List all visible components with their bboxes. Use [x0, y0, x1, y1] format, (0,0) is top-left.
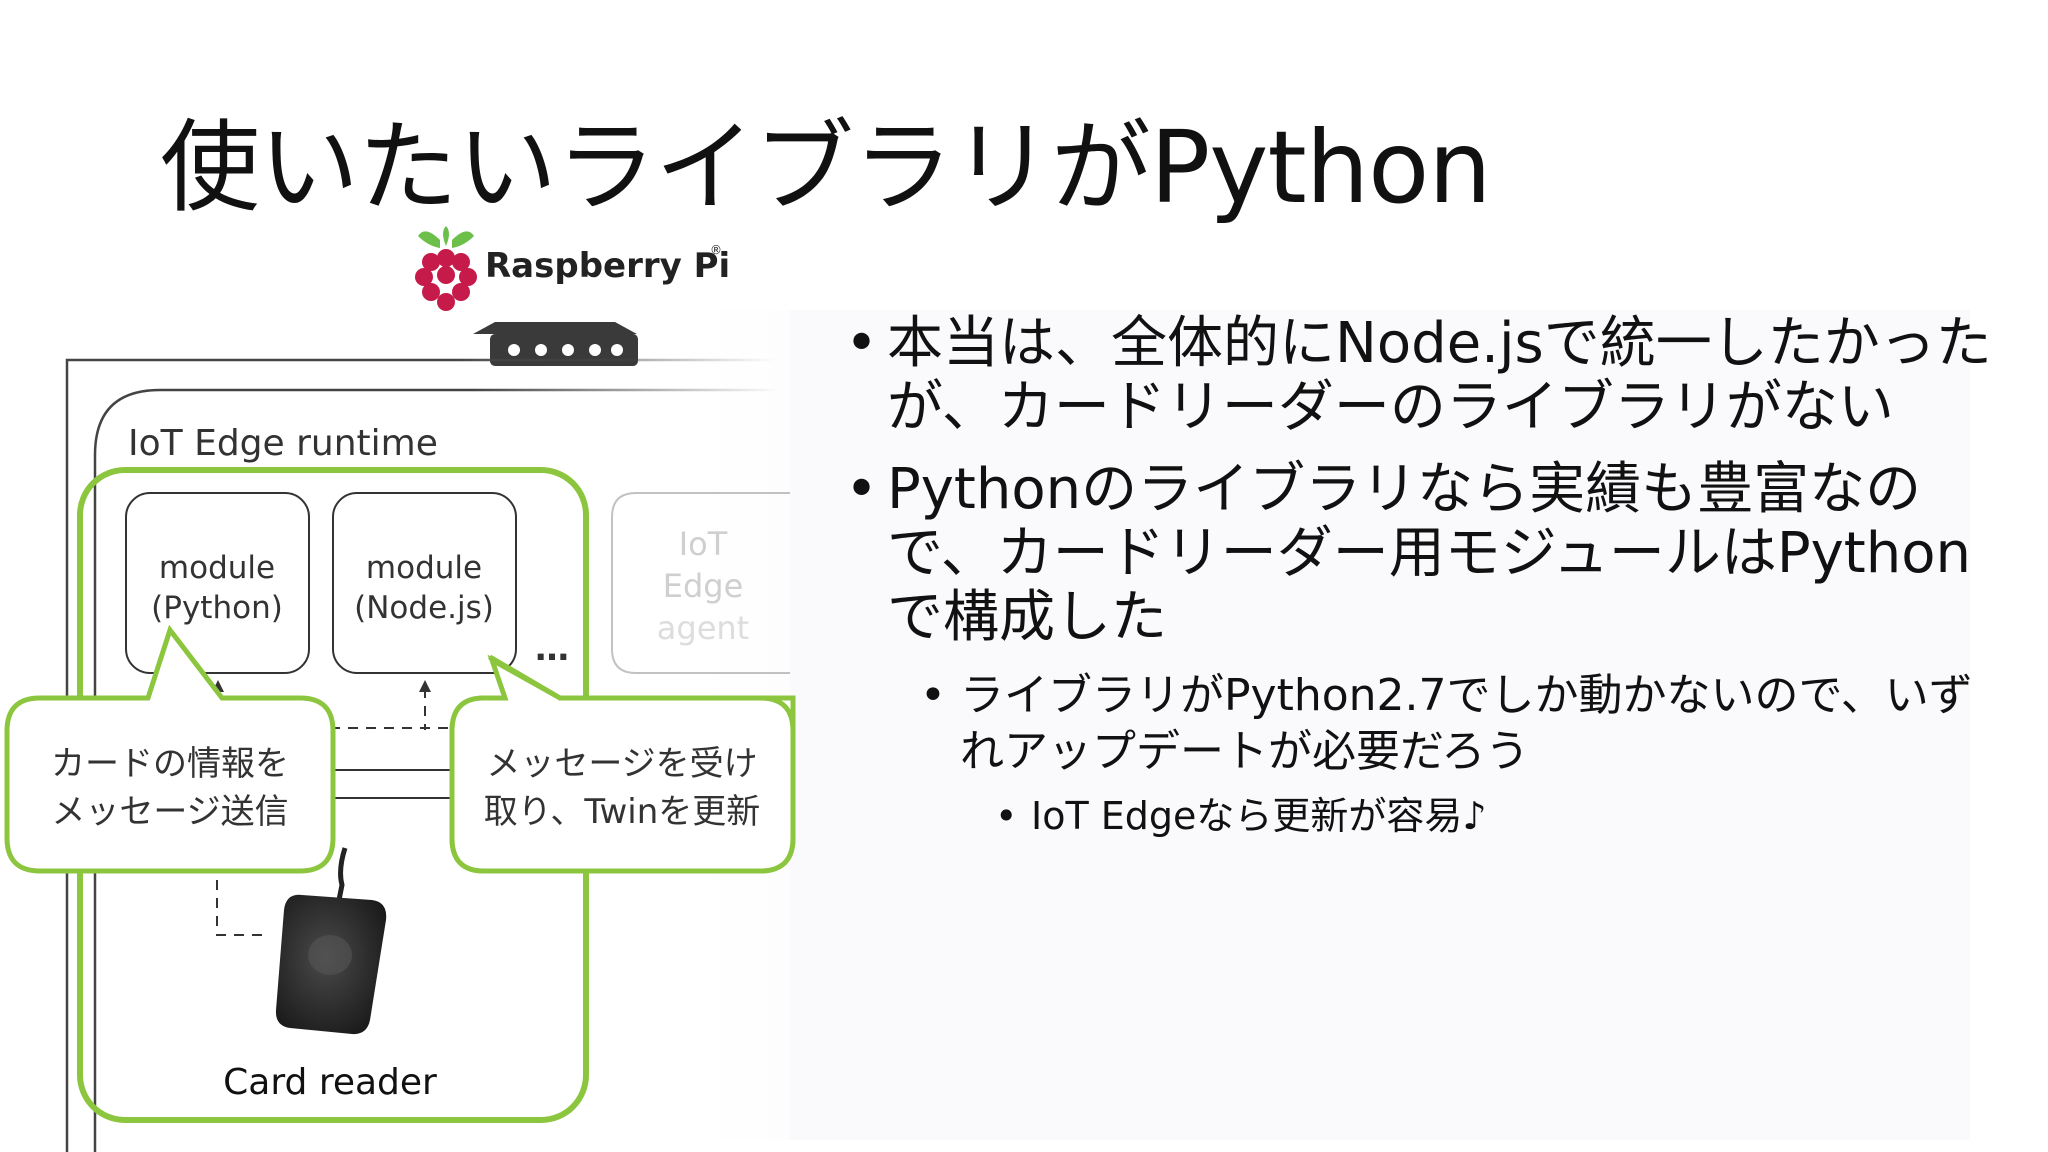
card-reader-icon [275, 847, 387, 1035]
raspberry-pi-logo-icon [415, 226, 477, 311]
device-boundary [65, 358, 775, 1152]
card-reader-label: Card reader [223, 1062, 437, 1103]
device-icon [473, 322, 638, 366]
bullet-item-1: 本当は、全体的にNode.jsで統一したかったが、カードリーダーのライブラリがな… [845, 312, 1995, 440]
callout-left-line1: カードの情報を [51, 744, 289, 784]
more-modules-ellipsis: … [535, 629, 569, 669]
edge-agent-module: IoT Edge agent [611, 492, 790, 674]
trademark-symbol: ® [710, 243, 722, 257]
callout-left-line2: メッセージ送信 [51, 792, 288, 832]
edge-agent-line1: IoT [679, 525, 728, 563]
callout-right-line2: 取り、Twinを更新 [484, 792, 761, 832]
module-python-line2: (Python) [151, 590, 283, 626]
bullet-item-2: Pythonのライブラリなら実績も豊富なので、カードリーダー用モジュールはPyt… [845, 458, 1995, 650]
callout-left [4, 624, 336, 874]
edge-agent-line3: agent [657, 609, 749, 647]
module-python: module (Python) [125, 492, 310, 674]
edge-agent-line2: Edge [663, 567, 744, 605]
bullet-subsubitem-1: IoT Edgeなら更新が容易♪ [995, 790, 1995, 842]
arrow-head-node [419, 680, 431, 692]
bullet-subitem-1: ライブラリがPython2.7でしか動かないので、いずれアップデートが必要だろう [920, 668, 1995, 780]
module-python-line1: module [159, 550, 275, 586]
slide-title: 使いたいライブラリがPython [160, 109, 1492, 226]
raspberry-pi-label: Raspberry Pi [485, 246, 730, 286]
runtime-container [93, 388, 780, 1152]
module-node-line1: module [366, 550, 482, 586]
module-node-line2: (Node.js) [354, 590, 494, 626]
runtime-label: IoT Edge runtime [128, 423, 438, 464]
module-nodejs: module (Node.js) [332, 492, 517, 674]
callout-right-line1: メッセージを受け [486, 744, 757, 784]
bullet-list: 本当は、全体的にNode.jsで統一したかったが、カードリーダーのライブラリがな… [845, 312, 1995, 843]
